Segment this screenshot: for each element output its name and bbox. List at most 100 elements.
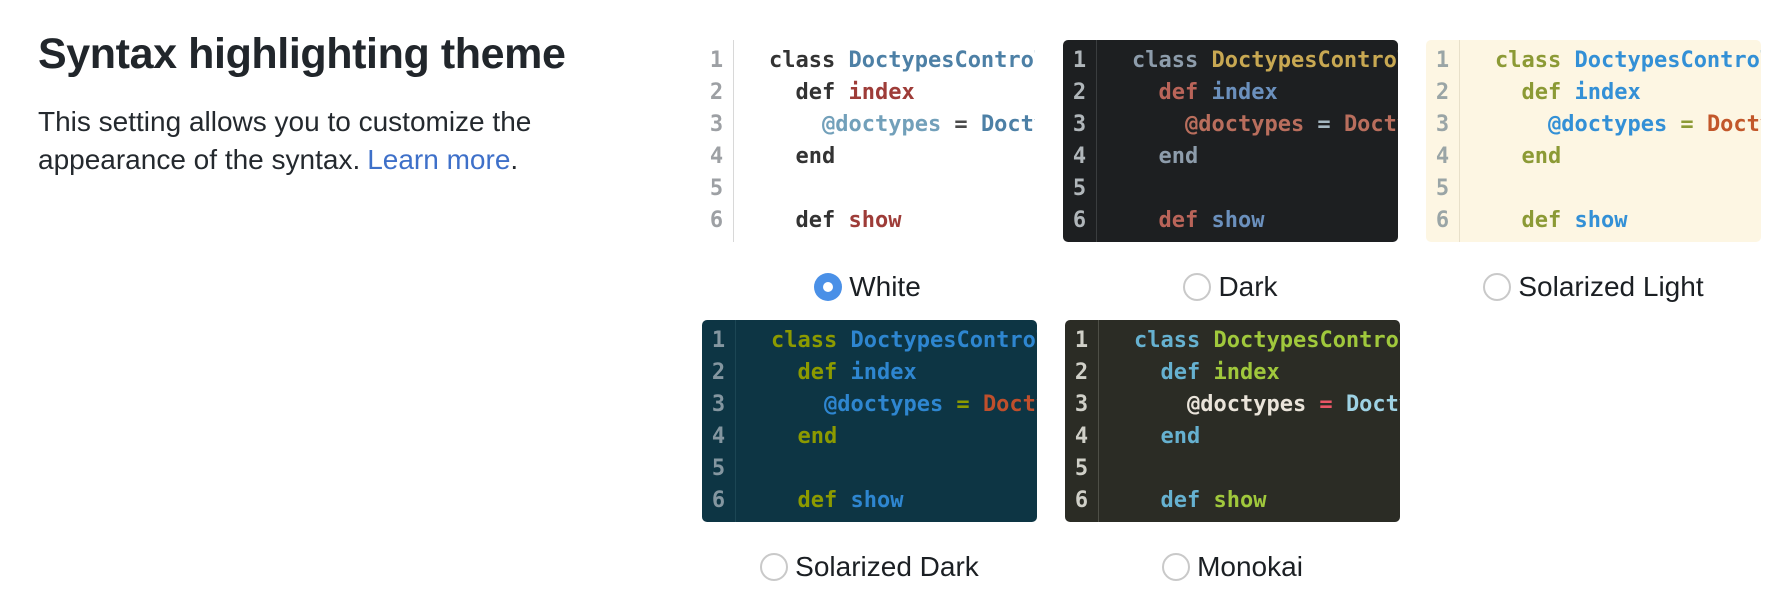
code-text: @doctypes = Doctype [1096, 109, 1398, 141]
line-number: 5 [1072, 176, 1087, 201]
code-text: @doctypes = Doctype [1459, 109, 1761, 141]
theme-option-white[interactable]: White [700, 257, 1035, 317]
code-line: 3 @doctypes = Doctype [700, 109, 1035, 141]
code-text [1096, 173, 1132, 205]
line-number: 1 [1074, 328, 1089, 353]
code-token: DoctypesController [1213, 328, 1400, 353]
code-line: 5 [1426, 173, 1761, 205]
code-text: @doctypes = Doctype [735, 389, 1037, 421]
code-token: index [850, 360, 917, 385]
code-line: 4 end [702, 421, 1037, 453]
code-line: 4 end [700, 141, 1035, 173]
code-token: def [769, 208, 849, 233]
radio-white[interactable] [814, 273, 843, 301]
code-token: class [769, 48, 849, 73]
code-line: 2 def index [1426, 77, 1761, 109]
code-text [735, 453, 771, 485]
code-text: class DoctypesController [735, 325, 1037, 357]
line-number: 5 [709, 176, 724, 201]
code-text [1098, 453, 1134, 485]
code-line: 6 def show [700, 205, 1035, 237]
code-token: = [941, 112, 981, 137]
learn-more-link[interactable]: Learn more [367, 144, 511, 175]
code-line: 4 end [1063, 141, 1398, 173]
code-text: end [1459, 141, 1561, 173]
line-number: 1 [1435, 48, 1450, 73]
line-number: 3 [1435, 112, 1450, 137]
gutter-divider [1098, 320, 1099, 522]
code-token: def [771, 488, 851, 513]
code-text: class DoctypesController [733, 45, 1035, 77]
code-text: def show [733, 205, 901, 237]
code-text: def index [1096, 77, 1277, 109]
theme-option-monokai[interactable]: Monokai [1065, 537, 1400, 597]
radio-dark[interactable] [1183, 273, 1212, 301]
code-token: Doctype [1345, 392, 1400, 417]
code-token: index [1213, 360, 1280, 385]
theme-option-solarized-dark[interactable]: Solarized Dark [702, 537, 1037, 597]
radio-label-white[interactable]: White [849, 271, 921, 302]
code-token: end [769, 144, 836, 169]
section-intro: Syntax highlighting theme This setting a… [38, 30, 638, 179]
line-number: 4 [1074, 424, 1089, 449]
code-text: def index [1459, 77, 1640, 109]
code-token: show [1213, 488, 1267, 513]
code-token: show [848, 208, 902, 233]
code-token: def [771, 360, 851, 385]
radio-solarized-light[interactable] [1483, 273, 1512, 301]
radio-label-solarized-dark[interactable]: Solarized Dark [795, 551, 979, 582]
code-text: end [733, 141, 835, 173]
code-text: def index [735, 357, 917, 389]
theme-card-dark: 1 class DoctypesController2 def index 3 @d… [1063, 40, 1398, 317]
code-token: @doctypes [1134, 392, 1307, 417]
code-text: class DoctypesController [1096, 45, 1398, 77]
radio-solarized-dark[interactable] [760, 553, 789, 581]
line-number: 6 [1435, 208, 1450, 233]
code-token: end [1134, 424, 1201, 449]
line-number: 1 [709, 48, 724, 73]
code-token: DoctypesController [848, 48, 1035, 73]
code-line: 5 [1065, 453, 1400, 485]
code-line: 6 def show [1426, 205, 1761, 237]
code-line: 5 [702, 453, 1037, 485]
code-token: def [1495, 208, 1575, 233]
radio-label-dark[interactable]: Dark [1218, 271, 1278, 302]
code-text: def show [735, 485, 903, 517]
theme-option-dark[interactable]: Dark [1063, 257, 1398, 317]
code-token: = [943, 392, 983, 417]
code-text: def show [1098, 485, 1266, 517]
code-line: 3 @doctypes = Doctype [1065, 389, 1400, 421]
line-number: 3 [711, 392, 726, 417]
line-number: 5 [1435, 176, 1450, 201]
gutter-divider [1096, 40, 1097, 242]
description-line2: appearance of the syntax. [38, 144, 361, 175]
code-line: 6 def show [1063, 205, 1398, 237]
radio-label-monokai[interactable]: Monokai [1197, 551, 1303, 582]
code-token: end [771, 424, 838, 449]
code-token: class [1495, 48, 1575, 73]
code-text: @doctypes = Doctype [733, 109, 1035, 141]
line-number: 4 [1435, 144, 1450, 169]
line-number: 4 [711, 424, 726, 449]
gutter-divider [735, 320, 736, 522]
code-line: 2 def index [1063, 77, 1398, 109]
code-token: def [1132, 80, 1212, 105]
radio-monokai[interactable] [1162, 553, 1191, 581]
line-number: 4 [709, 144, 724, 169]
code-token: Doctype [1706, 112, 1761, 137]
code-token: @doctypes [769, 112, 942, 137]
line-number: 3 [1072, 112, 1087, 137]
line-number: 1 [1072, 48, 1087, 73]
code-text: end [1096, 141, 1198, 173]
theme-option-solarized-light[interactable]: Solarized Light [1426, 257, 1761, 317]
code-line: 2 def index [700, 77, 1035, 109]
radio-label-solarized-light[interactable]: Solarized Light [1518, 271, 1704, 302]
code-token: = [1306, 392, 1346, 417]
